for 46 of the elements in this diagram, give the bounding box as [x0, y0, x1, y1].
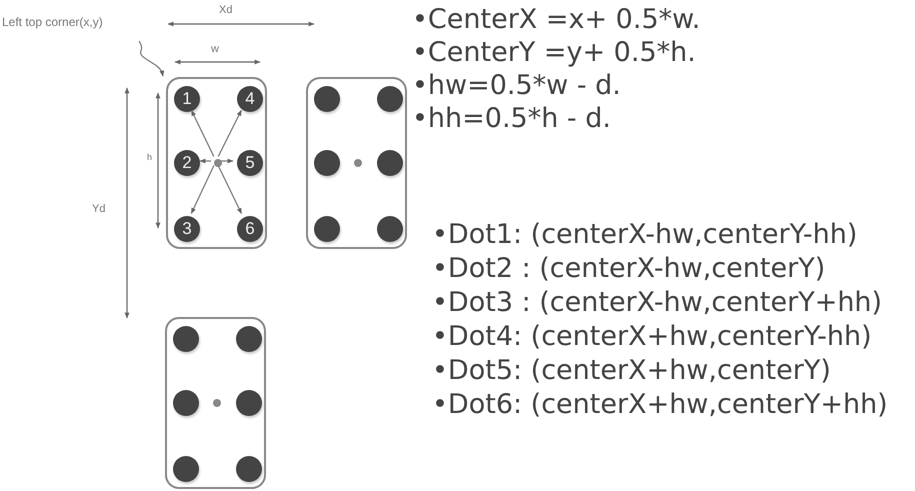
formula-text: •Dot3 : (centerX-hw,centerY+hh) [432, 287, 882, 318]
center-dot [214, 159, 222, 167]
arrow [218, 165, 242, 214]
arrow [218, 110, 242, 157]
center-dot [354, 159, 362, 167]
cell-box [306, 77, 407, 249]
dot-circle [314, 150, 340, 176]
formula-text: •hh=0.5*h - d. [412, 103, 611, 134]
arrow [190, 165, 214, 214]
annotation-text: Left top corner(x,y) [2, 15, 142, 33]
dot-circle [173, 390, 199, 416]
dot-circle: 6 [237, 216, 263, 242]
dimension-label: Xd [219, 4, 232, 16]
leader-line [138, 40, 164, 77]
cell-box [166, 77, 267, 249]
formula-text: •hw=0.5*w - d. [412, 70, 621, 101]
dot-circle: 5 [237, 150, 263, 176]
center-dot [213, 399, 221, 407]
dot-circle [314, 86, 340, 112]
arrow [199, 158, 211, 164]
arrow [191, 110, 214, 157]
dot-circle [173, 326, 199, 352]
dot-circle: 1 [174, 86, 200, 112]
dot-circle [377, 86, 403, 112]
dot-circle [236, 390, 262, 416]
dot-circle [314, 216, 340, 242]
formula-text: •Dot5: (centerX+hw,centerY) [432, 355, 831, 386]
formula-text: •Dot4: (centerX+hw,centerY-hh) [432, 321, 872, 352]
arrow [221, 158, 234, 164]
dot-circle: 4 [237, 86, 263, 112]
dimension-label: w [211, 43, 219, 55]
dot-circle [173, 456, 199, 482]
dot-circle [236, 456, 262, 482]
dot-circle: 3 [174, 216, 200, 242]
formula-text: •CenterX =x+ 0.5*w. [412, 4, 700, 35]
cell-box [165, 317, 266, 489]
dot-circle [377, 216, 403, 242]
dot-circle [236, 326, 262, 352]
formula-text: •Dot2 : (centerX-hw,centerY) [432, 253, 826, 284]
dimension-label: h [147, 152, 152, 162]
formula-text: •CenterY =y+ 0.5*h. [412, 37, 696, 68]
dot-circle [377, 150, 403, 176]
formula-text: •Dot6: (centerX+hw,centerY+hh) [432, 389, 888, 420]
formula-text: •Dot1: (centerX-hw,centerY-hh) [432, 219, 858, 250]
dimension-label: Yd [92, 203, 106, 215]
dot-circle: 2 [174, 150, 200, 176]
